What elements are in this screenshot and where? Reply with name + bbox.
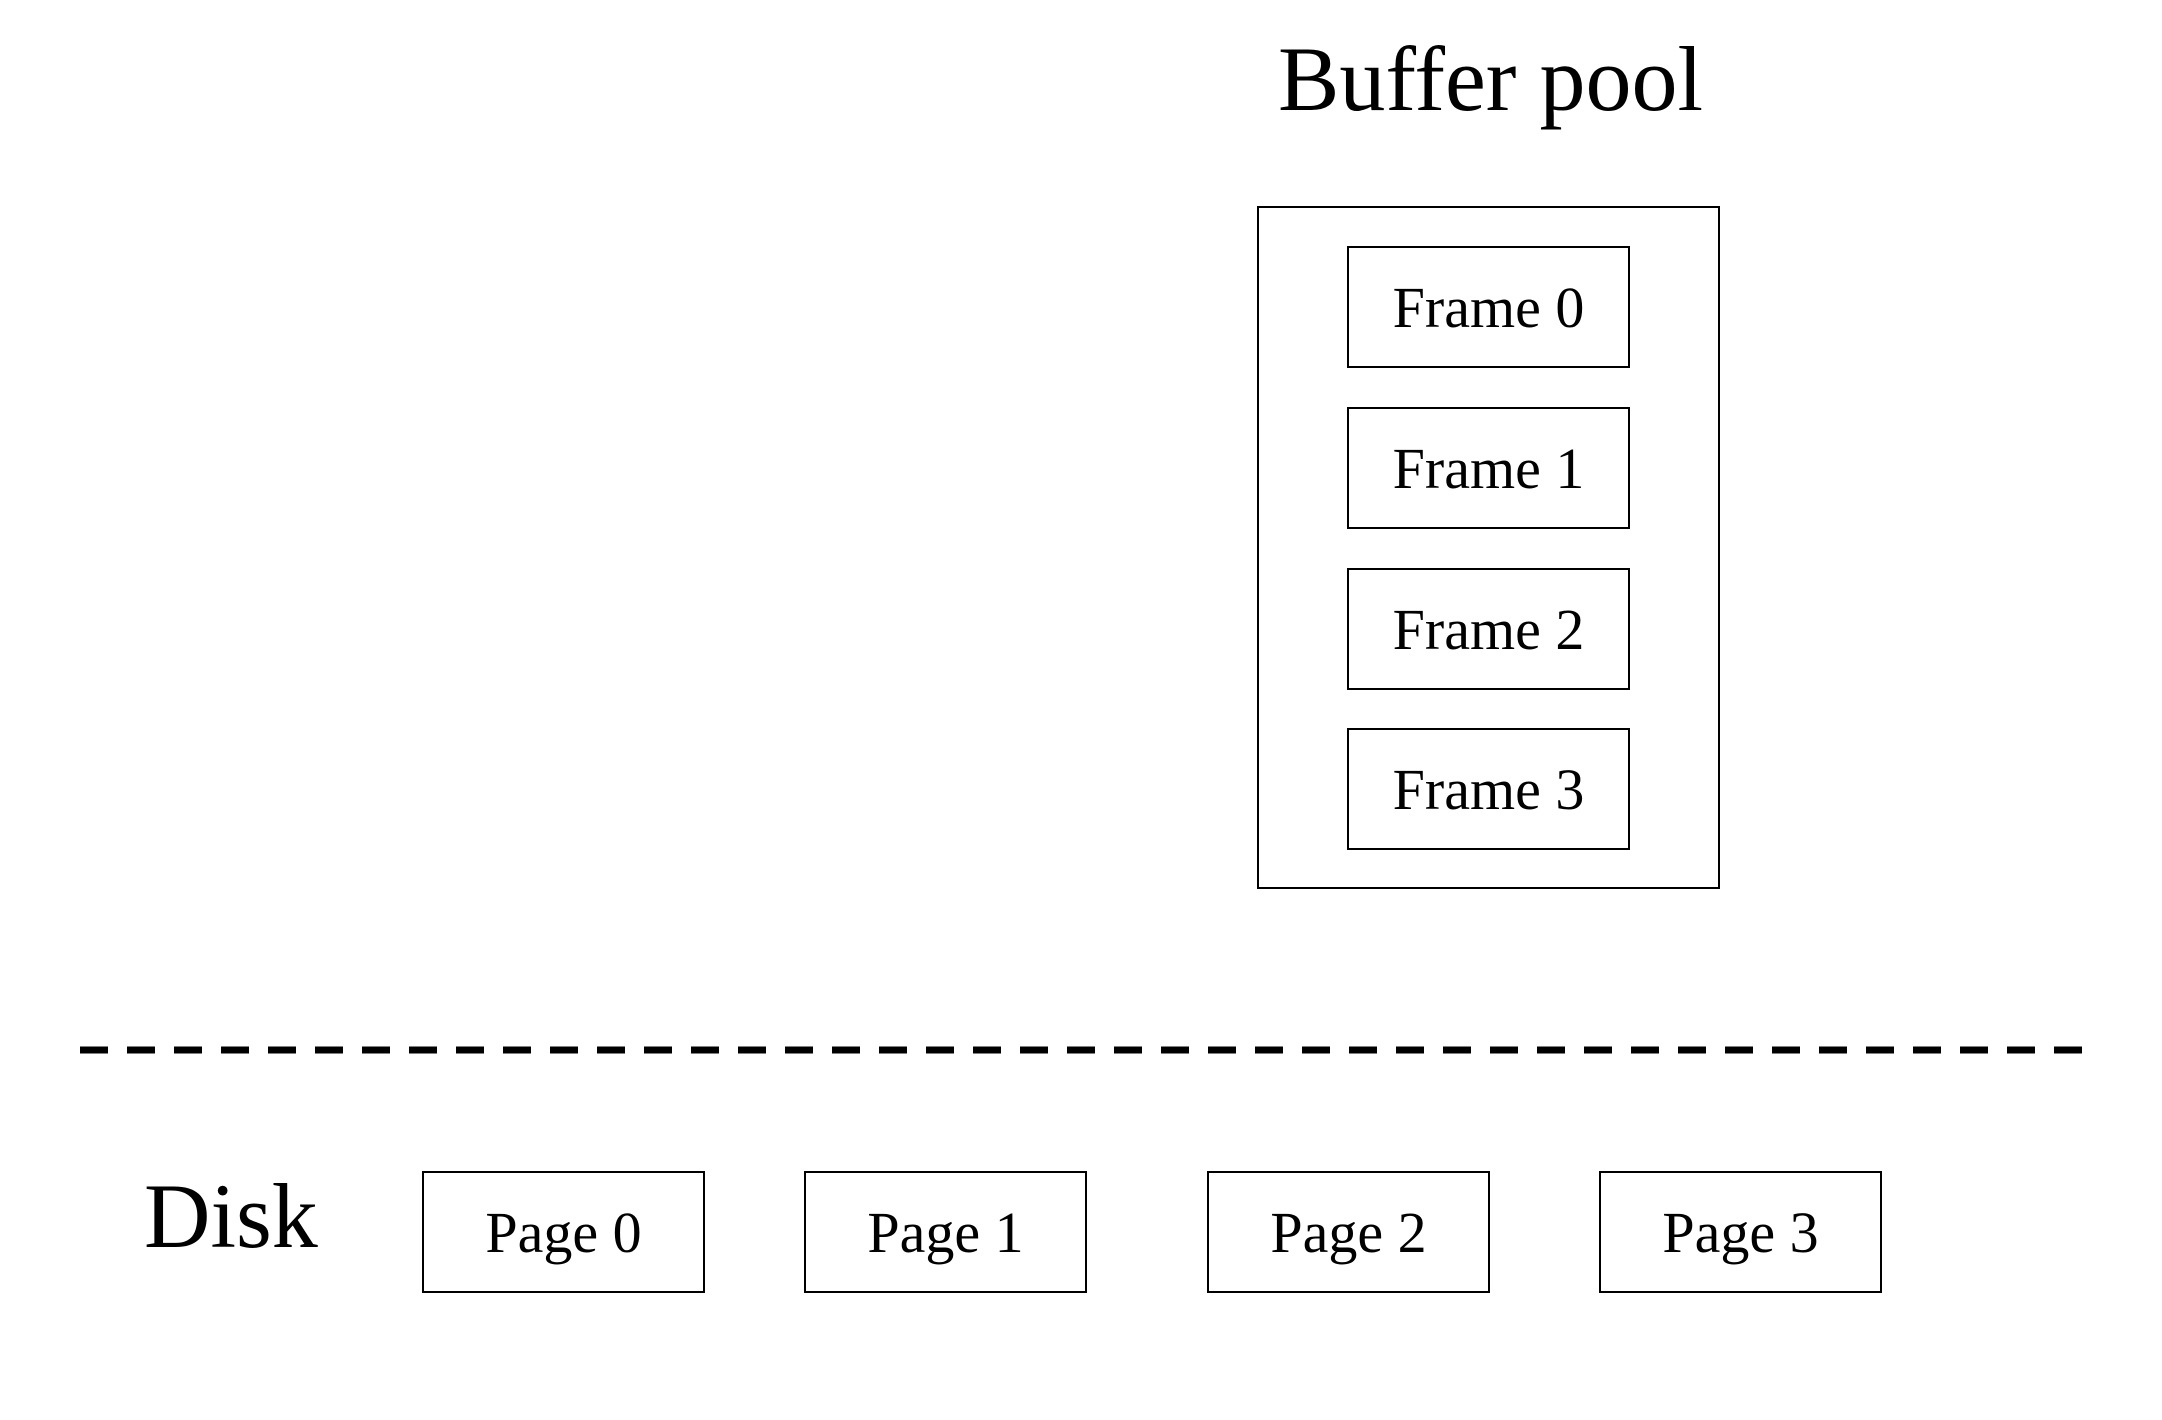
memory-disk-divider [80, 1046, 2090, 1054]
buffer-frame-0: Frame 0 [1347, 246, 1630, 368]
disk-page-3: Page 3 [1599, 1171, 1882, 1293]
buffer-pool-container [1257, 206, 1720, 889]
buffer-frame-3: Frame 3 [1347, 728, 1630, 850]
buffer-frame-2: Frame 2 [1347, 568, 1630, 690]
disk-page-0: Page 0 [422, 1171, 705, 1293]
disk-page-2: Page 2 [1207, 1171, 1490, 1293]
buffer-pool-title: Buffer pool [1278, 28, 1704, 130]
disk-label: Disk [144, 1165, 318, 1267]
buffer-frame-1: Frame 1 [1347, 407, 1630, 529]
disk-page-1: Page 1 [804, 1171, 1087, 1293]
